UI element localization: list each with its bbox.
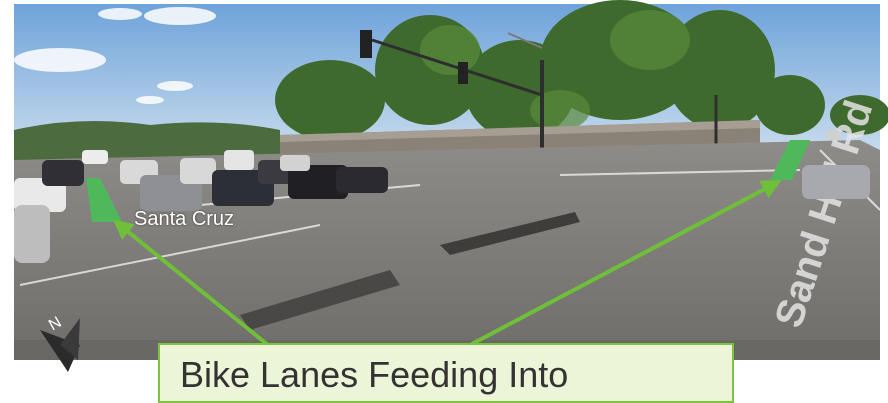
bike-lane-left xyxy=(86,178,122,222)
location-label: Santa Cruz xyxy=(134,208,235,230)
arrows xyxy=(112,180,782,347)
street-photo: Sand Hill Rd N xyxy=(14,0,888,372)
callout-box: Bike Lanes Feeding Into xyxy=(158,343,734,403)
tar-patch xyxy=(240,270,400,330)
distant-hills xyxy=(14,121,280,160)
cars xyxy=(14,130,870,263)
tar-patch xyxy=(440,212,580,255)
arrow-to-right-lane xyxy=(469,180,782,347)
arrow-to-left-lane xyxy=(112,219,270,347)
bike-lane-right xyxy=(770,140,810,180)
callout-text: Bike Lanes Feeding Into xyxy=(180,354,569,395)
clouds xyxy=(14,7,216,104)
